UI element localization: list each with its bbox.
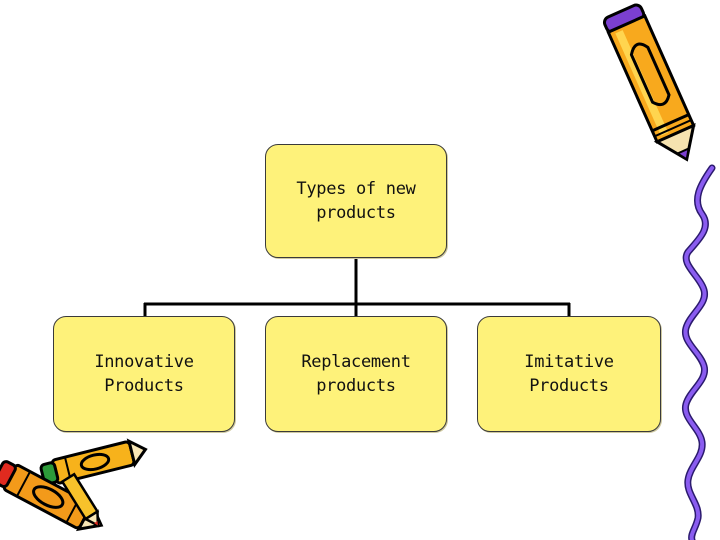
root-node-label: Types of new products [296,179,416,223]
child-node-label: Imitative Products [524,352,614,396]
root-node: Types of new products [265,144,447,258]
child-node-innovative: Innovative Products [53,316,235,432]
child-node-label: Innovative Products [94,352,194,396]
child-node-replacement: Replacement products [265,316,447,432]
child-node-imitative: Imitative Products [477,316,661,432]
child-node-label: Replacement products [301,352,411,396]
